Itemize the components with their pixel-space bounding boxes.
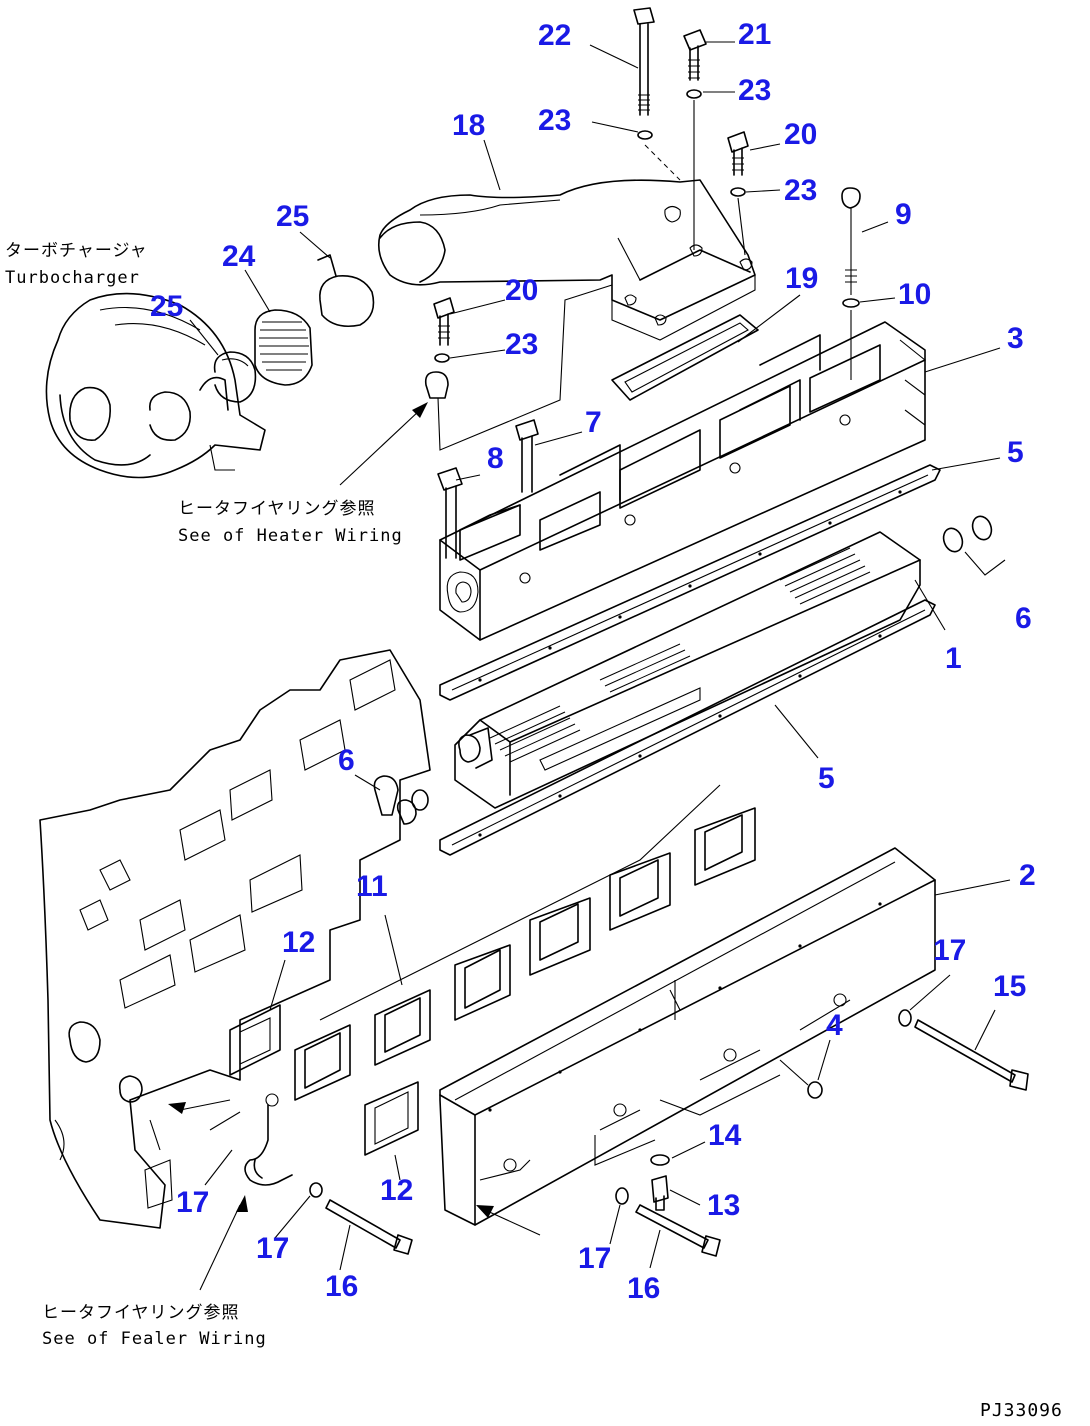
washer-10 [842,298,860,380]
callout-12: 12 [380,1174,413,1207]
sensor-13 [651,1175,669,1211]
washer-23-b [637,130,681,181]
callout-17: 17 [176,1186,209,1219]
heater-wiring-note-1-jp: ヒータフイヤリング参照 [178,499,376,519]
callout-17: 17 [578,1242,611,1275]
callout-6: 6 [338,744,355,777]
gasket-12-upper [229,1004,281,1076]
air-connector-18 [377,179,756,341]
callout-2: 2 [1019,859,1036,892]
leader-lines [189,41,1011,1271]
callout-19: 19 [785,262,818,295]
aftercooler-core-1 [454,531,921,809]
gasket-19 [611,314,759,401]
bolt-8 [437,467,463,559]
callout-18: 18 [452,109,485,142]
gasket-5-upper [439,464,941,701]
engine-block [39,649,431,1229]
callout-23: 23 [738,74,771,107]
hose-24 [254,309,313,386]
callout-24: 24 [222,240,256,273]
callout-23: 23 [784,174,817,207]
callout-15: 15 [993,970,1026,1003]
callout-17: 17 [256,1232,289,1265]
callout-22: 22 [538,19,571,52]
callout-16: 16 [627,1272,660,1305]
orings-6-right [942,515,1006,576]
washer-23-c [730,187,746,256]
callout-25: 25 [276,200,309,233]
heater-wiring-note-2-en: See of Fealer Wiring [42,1329,267,1349]
heater-wiring-note-1-en: See of Heater Wiring [178,526,403,546]
heater-wiring-arrow-2 [168,1099,241,1131]
clamp-25-lower [213,351,257,403]
callout-25: 25 [150,290,183,323]
washer-17-bottom [615,1187,629,1205]
callout-7: 7 [585,406,602,439]
heater-wiring-arrow-1 [339,402,428,486]
bolt-22 [633,7,655,116]
bolt-7 [515,419,539,493]
washer-14 [650,1154,670,1166]
turbocharger-drawing [45,292,266,479]
gasket-12-lower [364,1081,419,1156]
callout-10: 10 [898,278,931,311]
washer-23-a [686,89,702,250]
manifold-arrow [476,1205,541,1236]
callout-20: 20 [505,274,538,307]
intake-manifold-2 [439,847,936,1226]
callout-23: 23 [538,104,571,137]
callout-17: 17 [933,934,966,967]
callout-14: 14 [708,1119,742,1152]
heater-wire-loop [244,1093,293,1186]
gasket-5-lower [439,599,936,856]
turbocharger-note-jp: ターボチャージャ [5,241,148,261]
callout-12: 12 [282,926,315,959]
callout-13: 13 [707,1189,740,1222]
drawing-code: PJ33096 [980,1400,1063,1421]
callout-1: 1 [945,642,962,675]
plug-9 [841,187,861,295]
callout-21: 21 [738,18,771,51]
bolt-21 [683,29,707,81]
callout-5: 5 [1007,436,1024,469]
callout-5: 5 [818,762,835,795]
bolt-4 [779,1059,823,1099]
bolt-20-top [727,131,749,176]
bolt-16-right [635,1204,721,1257]
intake-cover-3 [439,321,926,641]
bolt-15 [914,1019,1029,1091]
callout-20: 20 [784,118,817,151]
callout-labels: 22 21 23 23 18 20 23 25 9 24 19 25 20 10… [150,18,1036,1305]
heater-wiring-note-2-jp: ヒータフイヤリング参照 [42,1303,240,1323]
bolt-20-mid [424,284,613,451]
callout-9: 9 [895,198,912,231]
callout-6: 6 [1015,602,1032,635]
orings-6-mid [373,775,429,825]
turbocharger-note-en: Turbocharger [5,268,140,288]
clamp-25-upper [317,254,375,328]
callout-11: 11 [356,870,388,903]
callout-4: 4 [826,1009,843,1042]
notes: ターボチャージャ Turbocharger ヒータフイヤリング参照 See of… [5,241,1063,1421]
callout-3: 3 [1007,322,1024,355]
callout-8: 8 [487,442,504,475]
heater-wiring-arrow-3 [199,1195,248,1291]
callout-23: 23 [505,328,538,361]
heater-elements-11 [294,784,756,1101]
bolt-16-left [309,1182,413,1255]
callout-16: 16 [325,1270,358,1303]
washer-17-right [898,1009,912,1027]
